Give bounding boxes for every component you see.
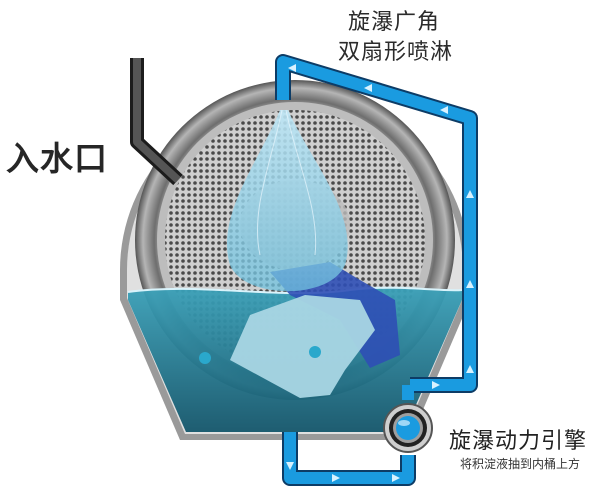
spray-label-line2: 双扇形喷淋 [338, 40, 454, 65]
clothes-light [230, 295, 375, 398]
engine-title: 旋瀑动力引擎 [449, 429, 588, 454]
inlet-pipe [130, 58, 183, 186]
recirculation-pipe [275, 54, 478, 486]
flow-arrows [286, 64, 474, 482]
pump-engine-icon [383, 403, 433, 453]
spray-label-line1: 旋瀑广角 [348, 10, 441, 35]
inlet-label: 入水口 [6, 139, 108, 178]
engine-subtitle: 将积淀液抽到内桶上方 [460, 457, 581, 471]
spray-cone [226, 110, 348, 292]
